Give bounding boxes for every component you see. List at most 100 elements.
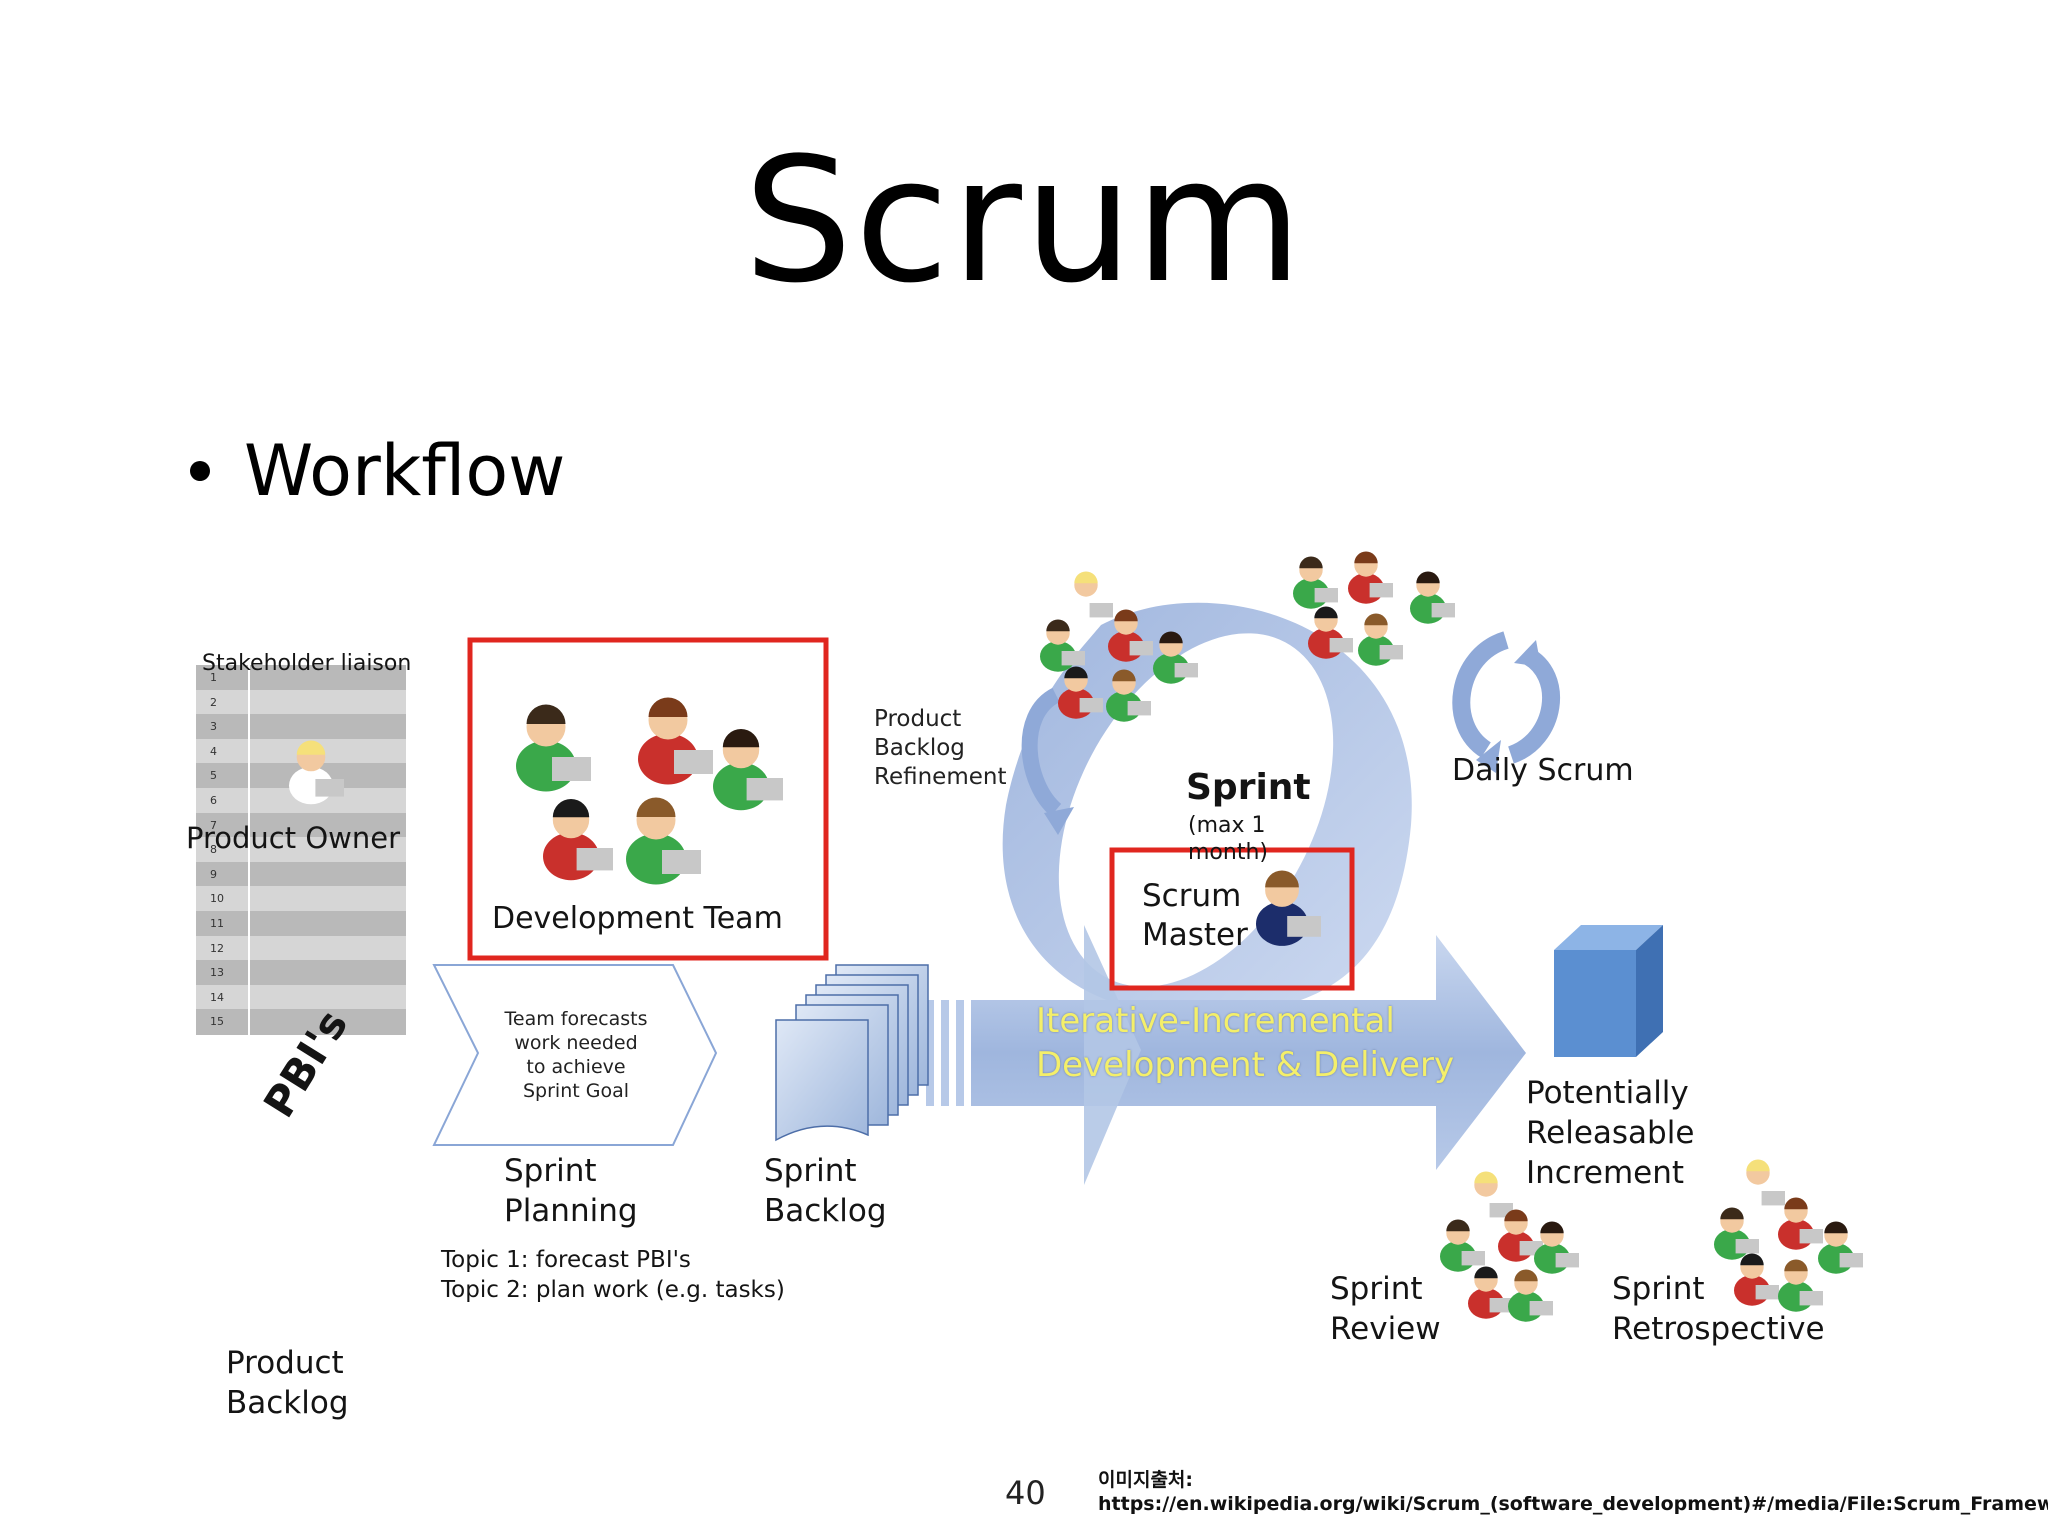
- page-number: 40: [1005, 1474, 1046, 1512]
- topic-2-label: Topic 2: plan work (e.g. tasks): [441, 1277, 785, 1303]
- retro-person: [1714, 1207, 1759, 1260]
- product-backlog-label-2: Backlog: [226, 1385, 349, 1421]
- dev-team-person: [638, 697, 713, 785]
- backlog-row-cell: [250, 689, 406, 716]
- arrow-text-1: Iterative-Incremental: [1036, 1001, 1395, 1041]
- arrow-text-2: Development & Delivery: [1036, 1045, 1455, 1085]
- product-backlog-label-1: Product: [226, 1345, 344, 1381]
- sprint-label: Sprint: [1186, 767, 1311, 808]
- image-source: 이미지출처: https://en.wikipedia.org/wiki/Scr…: [1098, 1468, 2048, 1516]
- dev-team-person: [713, 729, 783, 811]
- bullet-dot: [190, 461, 210, 481]
- refinement-line: Product: [874, 706, 962, 732]
- refinement-person: [1153, 631, 1198, 684]
- backlog-row: 9: [196, 861, 406, 888]
- people-glyphs: [289, 551, 1863, 1322]
- sprint-backlog-docs: [775, 964, 929, 1142]
- increment-label: Potentially Releasable Increment: [1526, 1073, 1694, 1193]
- sprint-review-label-1: Sprint: [1330, 1271, 1423, 1307]
- backlog-row: 7: [196, 812, 406, 839]
- sprint-duration-label-2: month): [1188, 840, 1268, 865]
- backlog-row-number: 7: [196, 812, 248, 839]
- backlog-row-cell: [250, 911, 406, 937]
- increment-line: Potentially: [1526, 1075, 1689, 1111]
- sprint-backlog-label-1: Sprint: [764, 1153, 857, 1189]
- backlog-row: 3: [196, 714, 406, 741]
- review-person: [1508, 1269, 1553, 1322]
- refinement-person: [1108, 609, 1153, 662]
- backlog-row-number: 15: [196, 1009, 248, 1036]
- scrum-master-person: [1256, 870, 1321, 946]
- backlog-row: 2: [196, 689, 406, 716]
- backlog-row-cell: [250, 960, 406, 987]
- retro-person: [1778, 1259, 1823, 1312]
- refinement-label: Product Backlog Refinement: [874, 705, 1006, 792]
- backlog-row: 6: [196, 788, 406, 814]
- sprint-retro-label-1: Sprint: [1612, 1271, 1705, 1307]
- topic-1-label: Topic 1: forecast PBI's: [441, 1247, 691, 1273]
- backlog-row-number: 13: [196, 960, 248, 987]
- bullet-text: Workflow: [244, 430, 566, 512]
- diagram-graphics: [252, 602, 1663, 1185]
- retro-person: [1778, 1197, 1823, 1250]
- slide-title: Scrum: [743, 120, 1305, 321]
- development-team-label: Development Team: [492, 901, 783, 936]
- backlog-row: 13: [196, 960, 406, 987]
- backlog-row: 10: [196, 886, 406, 913]
- backlog-row-number: 4: [196, 738, 248, 765]
- backlog-row-number: 14: [196, 984, 248, 1011]
- backlog-row-cell: [250, 714, 406, 741]
- backlog-row-cell: [250, 861, 406, 888]
- stakeholder-liaison-label: Stakeholder liaison: [202, 651, 412, 676]
- backlog-row: 4: [196, 738, 406, 765]
- backlog-row-number: 9: [196, 861, 248, 888]
- refinement-person: [1058, 666, 1103, 719]
- product-owner-label: Product Owner: [186, 821, 401, 855]
- sprint-retro-label-2: Retrospective: [1612, 1311, 1825, 1347]
- sprint-planning-label-1: Sprint: [504, 1153, 597, 1189]
- refinement-person: [1040, 619, 1085, 672]
- image-source-url: https://en.wikipedia.org/wiki/Scrum_(sof…: [1098, 1493, 2048, 1515]
- backlog-row-cell: [250, 886, 406, 913]
- backlog-row-number: 12: [196, 935, 248, 962]
- refinement-line: Refinement: [874, 764, 1007, 790]
- product-owner-person: [289, 740, 344, 805]
- scrum-master-label-1: Scrum: [1142, 878, 1242, 914]
- backlog-row-cell: [250, 935, 406, 962]
- backlog-row-cell: [250, 812, 406, 839]
- backlog-row-number: 2: [196, 689, 248, 716]
- bullet-item: Workflow: [190, 430, 565, 512]
- backlog-row-number: 10: [196, 886, 248, 913]
- dev-team-person: [626, 797, 701, 885]
- refinement-line: Backlog: [874, 735, 965, 761]
- review-person: [1468, 1171, 1513, 1224]
- backlog-row: 12: [196, 935, 406, 962]
- image-source-label: 이미지출처:: [1098, 1469, 1193, 1491]
- retro-person: [1818, 1221, 1863, 1274]
- scrum-master-highlight: [1109, 847, 1355, 991]
- planning-note-line: work needed: [514, 1032, 638, 1054]
- planning-note: Team forecasts work needed to achieve Sp…: [486, 1007, 666, 1103]
- backlog-row-number: 8: [196, 837, 248, 864]
- planning-note-line: to achieve: [526, 1056, 626, 1078]
- sprint-planning-label-2: Planning: [504, 1193, 638, 1229]
- sprint-planning-chevron: [432, 964, 718, 1146]
- increment-line: Releasable: [1526, 1115, 1695, 1151]
- backlog-row: 11: [196, 911, 406, 937]
- scrum-master-label-2: Master: [1142, 917, 1248, 953]
- backlog-row: 8: [196, 837, 406, 864]
- dev-team-highlight: [467, 637, 829, 961]
- sprint-review-label-2: Review: [1330, 1311, 1441, 1347]
- dev-team-person: [516, 704, 591, 792]
- sprint-cycle: [1002, 602, 1412, 1015]
- refinement-person: [1106, 669, 1151, 722]
- dev-team-person: [543, 799, 613, 881]
- backlog-row-number: 6: [196, 788, 248, 814]
- daily-scrum-person: [1358, 613, 1403, 666]
- backlog-row-number: 1: [196, 665, 248, 691]
- backlog-row-cell: [250, 665, 406, 691]
- review-person: [1468, 1266, 1513, 1319]
